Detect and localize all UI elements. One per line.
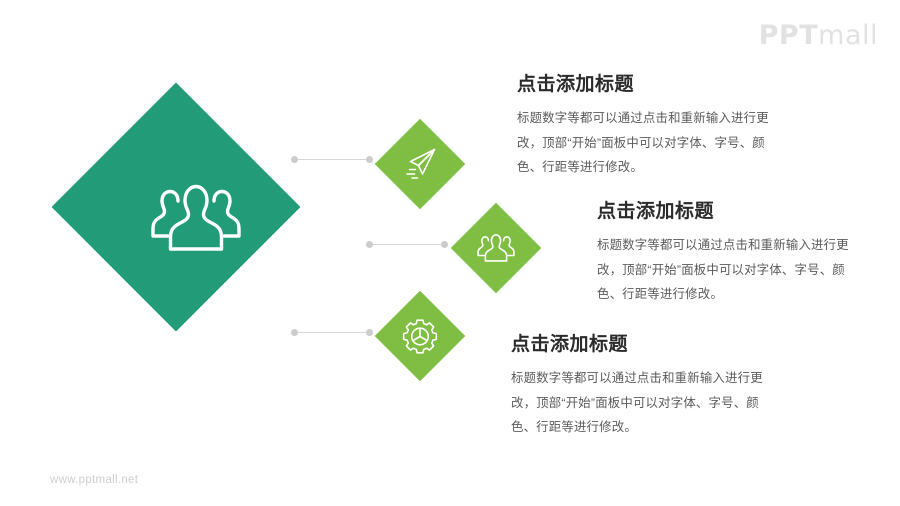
connector-dot-start bbox=[366, 240, 373, 248]
block-body: 标题数字等都可以通过点击和重新输入进行更改，顶部“开始”面板中可以对字体、字号、… bbox=[597, 237, 849, 302]
connector-dot-start bbox=[291, 155, 298, 163]
content-block-3: 点击添加标题 标题数字等都可以通过点击和重新输入进行更改，顶部“开始”面板中可以… bbox=[511, 334, 811, 440]
pptmall-logo: PPTmall bbox=[759, 22, 878, 49]
block-title: 点击添加标题 bbox=[597, 201, 715, 222]
hero-diamond[interactable] bbox=[51, 82, 301, 332]
content-block-1: 点击添加标题 标题数字等都可以通过点击和重新输入进行更改，顶部“开始”面板中可以… bbox=[517, 74, 817, 180]
connector-line-2 bbox=[366, 240, 448, 248]
connector-dot-end bbox=[366, 328, 373, 336]
block-body: 标题数字等都可以通过点击和重新输入进行更改，顶部“开始”面板中可以对字体、字号、… bbox=[517, 110, 769, 175]
block-body: 标题数字等都可以通过点击和重新输入进行更改，顶部“开始”面板中可以对字体、字号、… bbox=[511, 370, 763, 435]
connector-bar bbox=[298, 331, 366, 333]
connector-line-1 bbox=[291, 155, 373, 163]
logo-text-mall: mall bbox=[818, 20, 878, 51]
block-title: 点击添加标题 bbox=[511, 334, 629, 355]
connector-line-3 bbox=[291, 328, 373, 336]
connector-dot-start bbox=[291, 328, 298, 336]
node-diamond-3[interactable] bbox=[374, 290, 466, 382]
node-diamond-2[interactable] bbox=[450, 202, 542, 294]
connector-bar bbox=[298, 158, 366, 160]
footer-url: www.pptmall.net bbox=[50, 474, 139, 486]
node-diamond-1[interactable] bbox=[374, 118, 466, 210]
connector-bar bbox=[373, 243, 441, 245]
connector-dot-end bbox=[366, 155, 373, 163]
block-title: 点击添加标题 bbox=[517, 74, 635, 95]
logo-text-ppt: PPT bbox=[758, 20, 819, 51]
connector-dot-end bbox=[441, 240, 448, 248]
content-block-2: 点击添加标题 标题数字等都可以通过点击和重新输入进行更改，顶部“开始”面板中可以… bbox=[597, 201, 897, 307]
